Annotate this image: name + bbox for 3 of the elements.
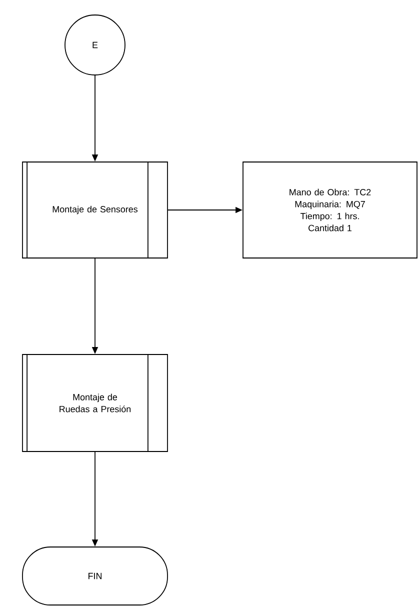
subprocess-box: Montaje de Sensores (22, 161, 168, 259)
subprocess-box: Montaje de Ruedas a Presión (22, 354, 168, 452)
info-box: Mano de Obra: TC2 Maquinaria: MQ7 Tiempo: 1 hrs. Cantidad 1 (242, 162, 418, 258)
